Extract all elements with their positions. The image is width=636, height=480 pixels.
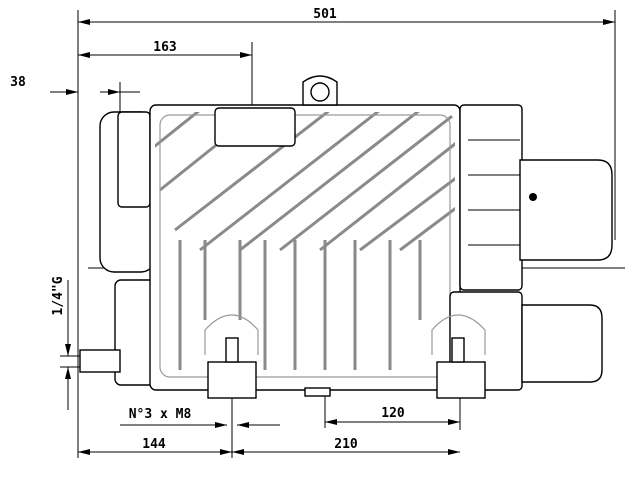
lifting-eye [302,75,338,106]
fan-cover [521,304,603,383]
pump-body [79,75,613,430]
dim-foot-spacing-right: 120 [381,406,405,421]
port-fitting [79,349,121,373]
dim-foot-offset-left: 144 [142,437,166,452]
dim-port-thread: 1/4"G [51,276,66,315]
foot-left [207,361,257,399]
dim-inlet-offset: 163 [153,40,176,55]
bolt-left [225,337,239,363]
motor-cylinder [519,159,613,261]
dim-mounting-holes: N°3 x M8 [129,407,192,422]
dim-overall-length: 501 [313,7,337,22]
bolt-right [451,337,465,363]
cooling-ribs [155,112,455,378]
side-port-housing [114,279,156,386]
foot-right [436,361,486,399]
dim-left-offset: 38 [10,75,26,90]
dimension-lines [50,19,615,455]
inlet-boss [214,107,296,147]
motor-terminal-box [459,104,523,291]
dim-foot-spacing: 210 [334,437,358,452]
